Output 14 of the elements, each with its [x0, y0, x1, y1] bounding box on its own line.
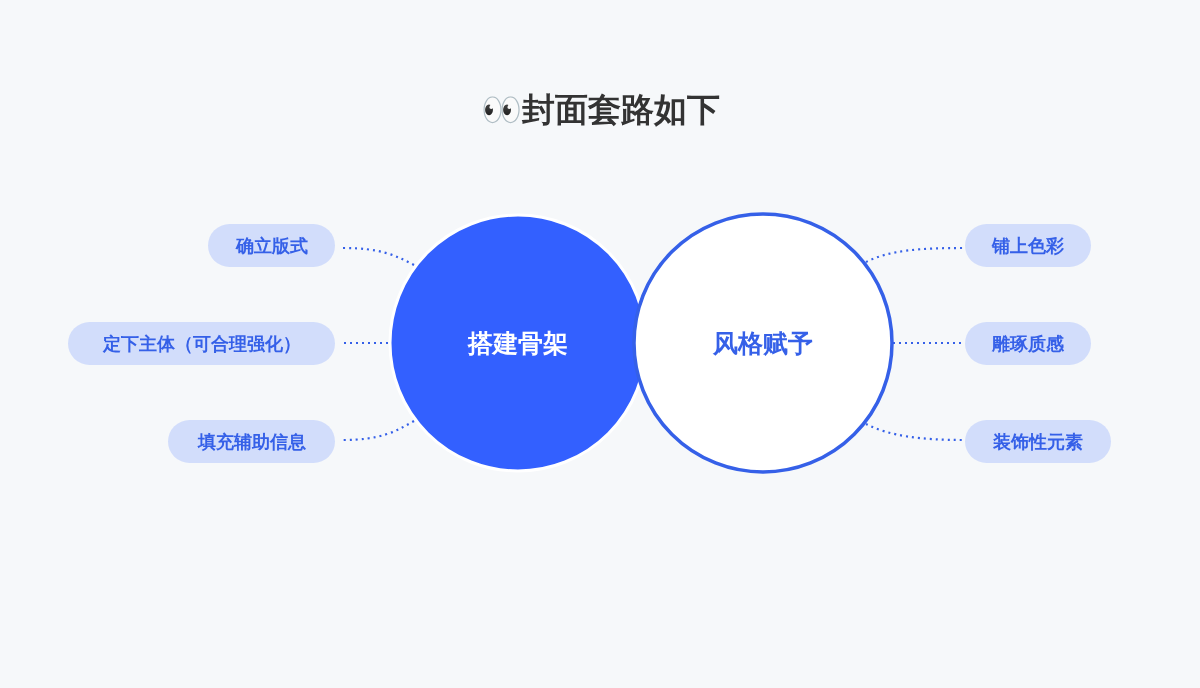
dotted-connector — [343, 246, 415, 266]
pill-label: 铺上色彩 — [965, 224, 1091, 267]
circle-label: 风格赋予 — [713, 327, 813, 360]
dotted-connector — [343, 341, 388, 345]
dotted-connector — [865, 423, 965, 442]
dotted-connector — [342, 420, 415, 442]
circle-label: 搭建骨架 — [468, 327, 568, 360]
pill-label: 装饰性元素 — [965, 420, 1111, 463]
dotted-connector — [865, 246, 965, 263]
pill-label: 雕琢质感 — [965, 322, 1091, 365]
title: 👀封面套路如下 — [480, 89, 720, 131]
pill-label: 确立版式 — [208, 224, 335, 267]
pill-label: 填充辅助信息 — [168, 420, 335, 463]
pill-label: 定下主体（可合理强化） — [68, 322, 335, 365]
